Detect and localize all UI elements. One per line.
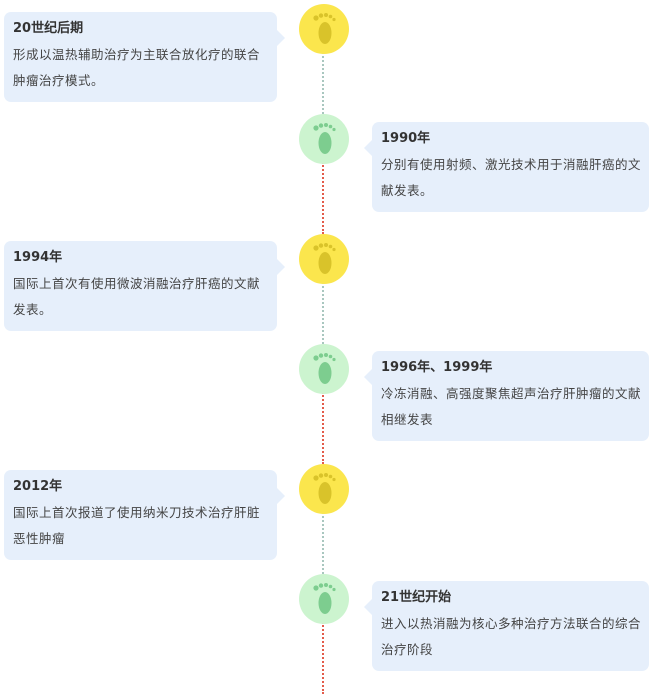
event-title: 1994年 <box>13 250 63 265</box>
footprint-icon <box>313 123 336 154</box>
event-description: 分别有使用射频、激光技术用于消融肝癌的文献发表。 <box>381 157 642 198</box>
event-title: 20世纪后期 <box>13 21 84 36</box>
timeline-event-card: 21世纪开始 进入以热消融为核心多种治疗方法联合的综合治疗阶段 <box>364 581 649 671</box>
timeline-event-card: 2012年 国际上首次报道了使用纳米刀技术治疗肝脏恶性肿瘤 <box>4 470 285 560</box>
timeline-node-3 <box>299 234 349 284</box>
timeline-event-card: 1990年 分别有使用射频、激光技术用于消融肝癌的文献发表。 <box>364 122 649 212</box>
timeline-connector <box>322 282 324 344</box>
footprint-icon <box>313 13 336 44</box>
event-description: 进入以热消融为核心多种治疗方法联合的综合治疗阶段 <box>381 616 642 657</box>
timeline-node-4 <box>299 344 349 394</box>
timeline-connector <box>322 622 324 694</box>
timeline-connector <box>322 162 324 234</box>
footprint-icon <box>313 243 336 274</box>
event-description: 国际上首次报道了使用纳米刀技术治疗肝脏恶性肿瘤 <box>13 505 261 546</box>
timeline-connector <box>322 392 324 464</box>
timeline-node-2 <box>299 114 349 164</box>
event-title: 1996年、1999年 <box>381 360 493 375</box>
timeline-event-card: 1996年、1999年 冷冻消融、高强度聚焦超声治疗肝肿瘤的文献相继发表 <box>364 351 649 441</box>
timeline-node-5 <box>299 464 349 514</box>
event-description: 冷冻消融、高强度聚焦超声治疗肝肿瘤的文献相继发表 <box>381 386 642 427</box>
footprint-icon <box>313 353 336 384</box>
event-title: 2012年 <box>13 479 63 494</box>
event-title: 1990年 <box>381 131 431 146</box>
timeline-node-1 <box>299 4 349 54</box>
footprint-icon <box>313 583 336 614</box>
timeline-event-card: 1994年 国际上首次有使用微波消融治疗肝癌的文献发表。 <box>4 241 285 331</box>
footprint-icon <box>313 473 336 504</box>
timeline-connector <box>322 52 324 114</box>
timeline-node-6 <box>299 574 349 624</box>
timeline-connector <box>322 512 324 574</box>
event-description: 形成以温热辅助治疗为主联合放化疗的联合肿瘤治疗模式。 <box>13 47 261 88</box>
timeline-event-card: 20世纪后期 形成以温热辅助治疗为主联合放化疗的联合肿瘤治疗模式。 <box>4 12 285 102</box>
event-title: 21世纪开始 <box>381 590 452 605</box>
event-description: 国际上首次有使用微波消融治疗肝癌的文献发表。 <box>13 276 261 317</box>
